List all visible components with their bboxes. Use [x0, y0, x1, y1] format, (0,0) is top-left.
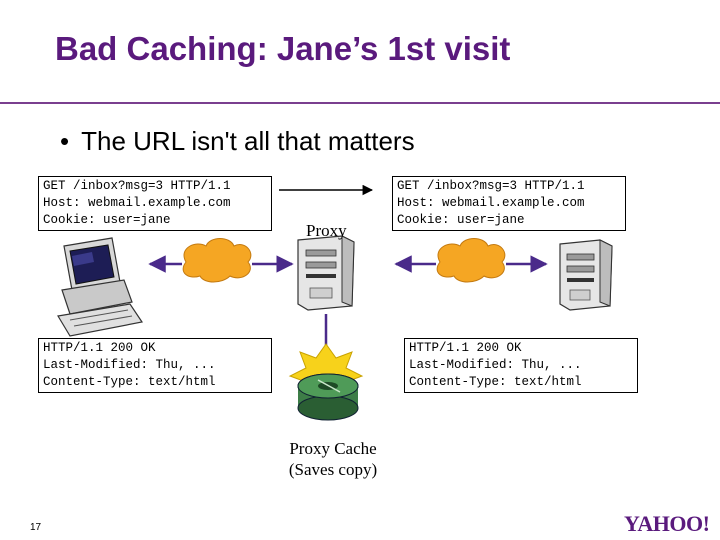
title-divider — [0, 102, 720, 104]
response-right-line-1: HTTP/1.1 200 OK — [409, 341, 522, 355]
yahoo-logo: YAHOO! — [624, 511, 710, 536]
request-right-line-2: Host: webmail.example.com — [397, 196, 585, 210]
response-box-right: HTTP/1.1 200 OK Last-Modified: Thu, ... … — [404, 338, 638, 393]
response-right-line-3: Content-Type: text/html — [409, 375, 582, 389]
request-box-left: GET /inbox?msg=3 HTTP/1.1 Host: webmail.… — [38, 176, 272, 231]
response-left-line-2: Last-Modified: Thu, ... — [43, 358, 216, 372]
bullet-text: The URL isn't all that matters — [81, 126, 415, 156]
bullet-dot: • — [60, 126, 70, 156]
proxy-cache-label-line-1: Proxy Cache — [289, 439, 377, 458]
request-right-line-1: GET /inbox?msg=3 HTTP/1.1 — [397, 179, 585, 193]
proxy-label: Proxy — [306, 221, 347, 240]
slide-title: Bad Caching: Jane’s 1st visit — [55, 30, 511, 67]
response-box-left: HTTP/1.1 200 OK Last-Modified: Thu, ... … — [38, 338, 272, 393]
web-server-icon — [559, 239, 613, 311]
proxy-server-icon — [297, 235, 355, 311]
request-left-line-2: Host: webmail.example.com — [43, 196, 231, 210]
internet-cloud-right — [436, 238, 506, 283]
internet-cloud-left — [182, 238, 252, 283]
proxy-cache-icon — [288, 343, 364, 421]
client-computer-icon — [57, 237, 143, 337]
request-box-right: GET /inbox?msg=3 HTTP/1.1 Host: webmail.… — [392, 176, 626, 231]
response-left-line-1: HTTP/1.1 200 OK — [43, 341, 156, 355]
request-left-line-3: Cookie: user=jane — [43, 213, 171, 227]
request-right-line-3: Cookie: user=jane — [397, 213, 525, 227]
proxy-cache-label-line-2: (Saves copy) — [288, 460, 378, 479]
request-left-line-1: GET /inbox?msg=3 HTTP/1.1 — [43, 179, 231, 193]
bullet-point: • The URL isn't all that matters — [60, 126, 415, 157]
response-left-line-3: Content-Type: text/html — [43, 375, 216, 389]
page-number: 17 — [30, 522, 42, 533]
response-right-line-2: Last-Modified: Thu, ... — [409, 358, 582, 372]
proxy-cache-label: Proxy Cache (Saves copy) — [280, 438, 386, 480]
